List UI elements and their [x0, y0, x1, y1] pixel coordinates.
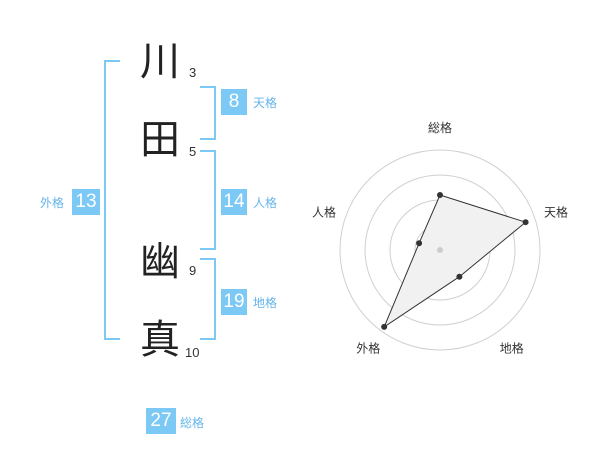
gaikaku-badge: 13	[72, 189, 100, 215]
name-char-1: 川	[140, 39, 180, 85]
radar-points	[381, 192, 529, 330]
radar-axis-label: 総格	[428, 120, 452, 135]
soukaku-label: 総格	[180, 416, 205, 430]
soukaku-badge: 27	[146, 408, 176, 434]
radar-axis-label: 地格	[500, 341, 524, 356]
stroke-count-2: 5	[189, 144, 197, 159]
radar-axis-label: 人格	[312, 204, 336, 219]
chikaku-badge: 19	[221, 289, 247, 315]
name-char-3: 幽	[140, 239, 180, 285]
tenkaku-bracket	[200, 86, 216, 140]
chikaku-label: 地格	[253, 296, 278, 310]
stroke-count-3: 9	[189, 263, 197, 278]
stroke-count-1: 3	[189, 65, 197, 80]
jinkaku-badge: 14	[221, 189, 247, 215]
radar-ring	[339, 149, 541, 351]
radar-axis-label: 外格	[356, 341, 380, 356]
radar-point	[456, 273, 463, 280]
radar-axis-label: 天格	[544, 204, 568, 219]
radar-center-dot	[437, 247, 443, 253]
radar-point	[416, 240, 423, 247]
radar-point	[381, 323, 388, 330]
gaikaku-bracket	[104, 60, 120, 340]
chikaku-bracket	[200, 258, 216, 340]
name-char-4: 真	[140, 317, 180, 363]
radar-point	[437, 192, 443, 198]
radar-polygon	[383, 194, 527, 329]
radar-ring	[364, 174, 516, 326]
name-char-2: 田	[140, 117, 180, 163]
tenkaku-badge: 8	[221, 89, 247, 115]
stroke-count-4: 10	[185, 345, 200, 360]
radar-point	[522, 219, 529, 226]
gaikaku-label: 外格	[40, 196, 65, 210]
tenkaku-label: 天格	[253, 96, 278, 110]
jinkaku-bracket	[200, 150, 216, 250]
jinkaku-label: 人格	[253, 196, 278, 210]
